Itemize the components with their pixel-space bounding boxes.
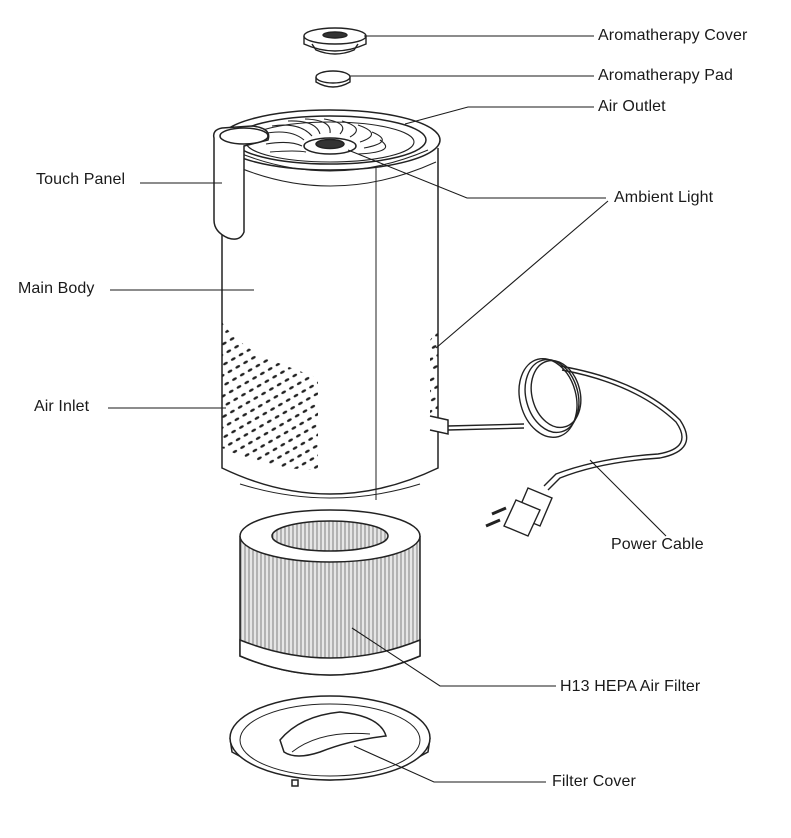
label-ambient-light: Ambient Light [614, 189, 714, 206]
main-body-part [212, 109, 449, 500]
leader-lines [108, 35, 667, 783]
label-filter-cover: Filter Cover [552, 773, 636, 790]
label-hepa-filter: H13 HEPA Air Filter [560, 678, 701, 695]
power-cable-part [447, 357, 688, 537]
label-aromatherapy-cover: Aromatherapy Cover [598, 27, 748, 44]
aromatherapy-cover-part [303, 27, 367, 55]
label-air-inlet: Air Inlet [34, 398, 90, 415]
label-main-body: Main Body [18, 280, 95, 297]
label-air-outlet: Air Outlet [598, 98, 666, 115]
label-power-cable: Power Cable [611, 536, 704, 553]
filter-cover-part [229, 695, 431, 787]
aromatherapy-pad-part [315, 70, 351, 88]
hepa-filter-part [239, 509, 421, 676]
label-touch-panel: Touch Panel [36, 171, 126, 188]
label-aromatherapy-pad: Aromatherapy Pad [598, 67, 734, 84]
